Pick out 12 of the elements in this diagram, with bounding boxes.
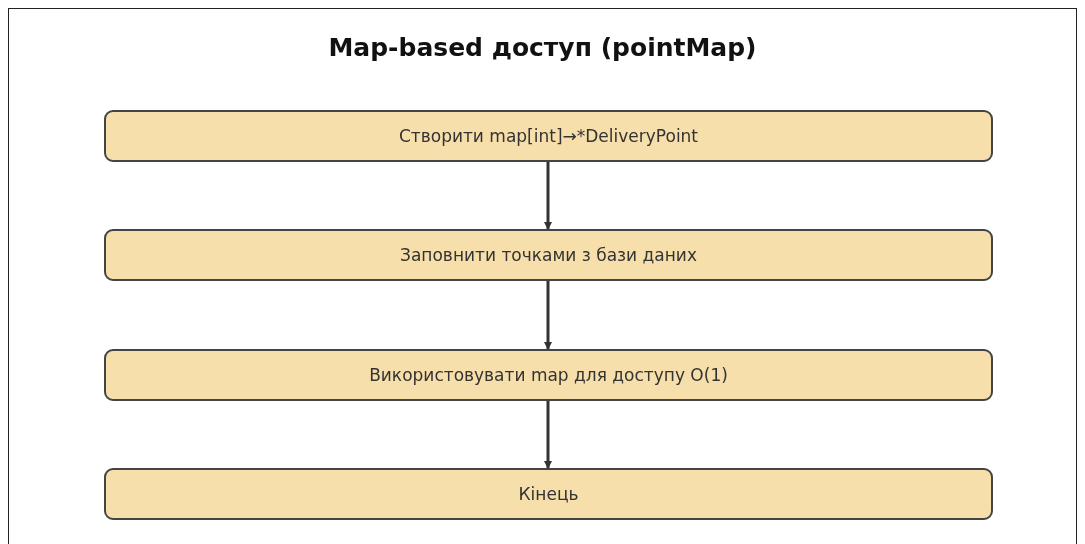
process-box (104, 468, 993, 520)
process-box (104, 110, 993, 162)
box-label: Використовувати map для доступу O(1) (369, 365, 728, 385)
arrow (544, 281, 552, 350)
box-label: Кінець (518, 484, 579, 504)
process-box (104, 229, 993, 281)
box-label: Створити map[int]→*DeliveryPoint (398, 126, 699, 146)
arrow (544, 162, 552, 230)
box-label: Заповнити точками з бази даних (400, 245, 697, 265)
process-box (104, 349, 993, 401)
diagram-title: Map-based доступ (pointMap) (327, 33, 758, 62)
arrow (544, 401, 552, 469)
